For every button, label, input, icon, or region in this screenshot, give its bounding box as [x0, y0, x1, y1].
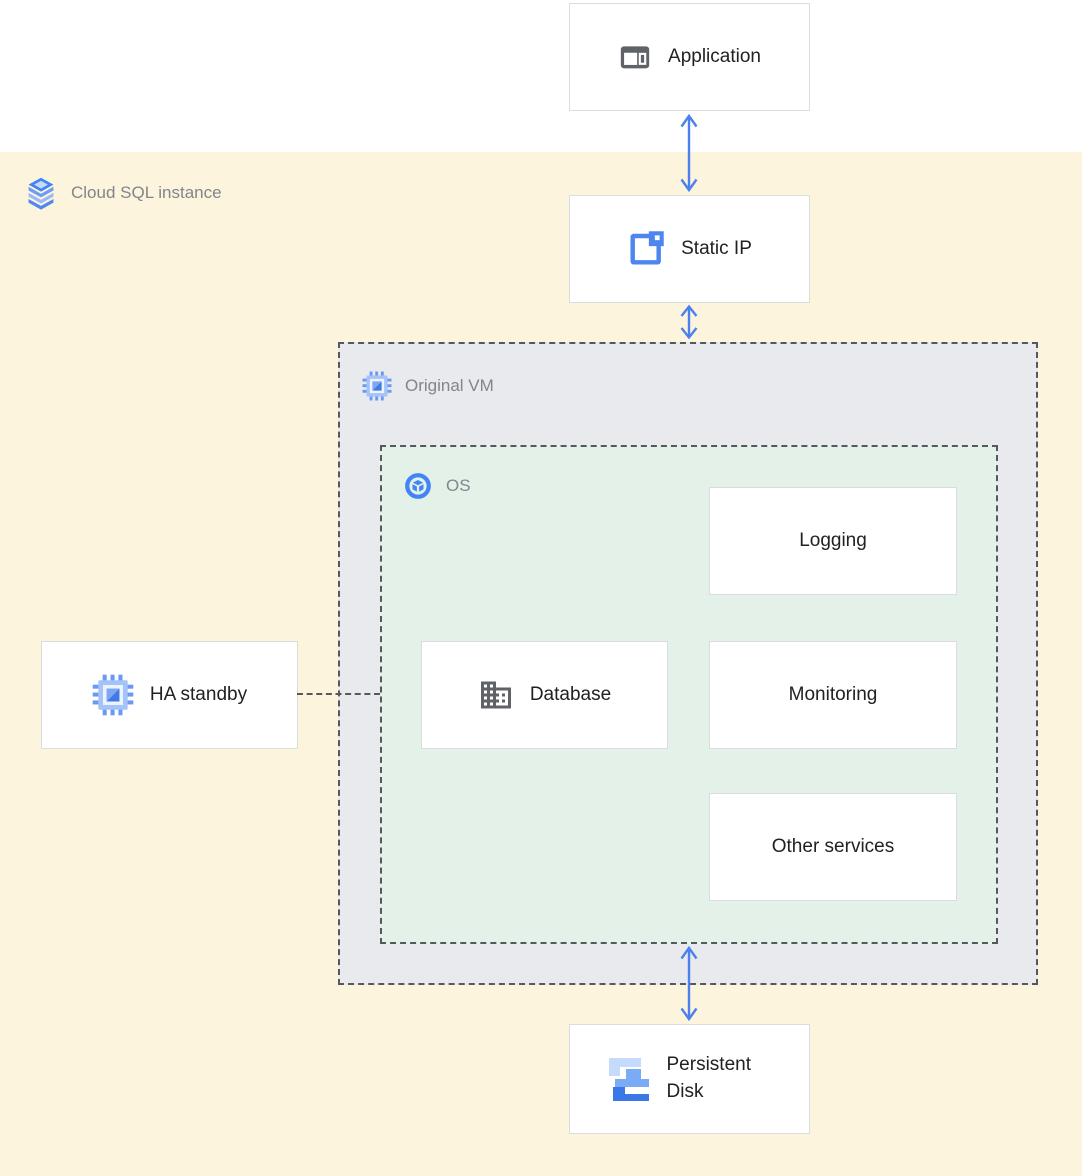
logging-label: Logging [799, 530, 867, 551]
cloud-sql-instance-label-text: Cloud SQL instance [71, 183, 222, 202]
application-label: Application [668, 46, 761, 67]
os-icon [403, 471, 433, 501]
cloud-sql-instance-label: Cloud SQL instance [24, 176, 222, 210]
application-window-icon [618, 40, 652, 74]
static-ip-node: Static IP [569, 195, 810, 303]
other-services-node: Other services [709, 793, 957, 901]
other-services-label: Other services [771, 836, 895, 857]
persistent-disk-node: Persistent Disk [569, 1024, 810, 1134]
arrow-application-staticip [680, 113, 698, 193]
dashed-connector-hastandby-os [297, 693, 380, 695]
static-ip-label: Static IP [681, 238, 752, 259]
database-node: Database [421, 641, 668, 749]
cloud-sql-icon [24, 176, 58, 210]
os-label-text: OS [446, 476, 471, 495]
arrow-os-persistentdisk [680, 945, 698, 1022]
monitoring-label: Monitoring [788, 684, 878, 705]
compute-vm-icon [362, 371, 392, 401]
persistent-disk-icon [605, 1055, 653, 1103]
monitoring-node: Monitoring [709, 641, 957, 749]
static-ip-icon [627, 230, 665, 268]
application-node: Application [569, 3, 810, 111]
os-label: OS [403, 471, 471, 501]
persistent-disk-label: Persistent Disk [666, 1054, 751, 1102]
ha-standby-label: HA standby [149, 684, 248, 705]
building-icon [478, 677, 514, 713]
database-label: Database [529, 684, 612, 705]
original-vm-label: Original VM [362, 371, 494, 401]
logging-node: Logging [709, 487, 957, 595]
original-vm-label-text: Original VM [405, 376, 494, 395]
ha-standby-node: HA standby [41, 641, 298, 749]
arrow-staticip-vm [680, 304, 698, 340]
compute-vm-icon [92, 674, 134, 716]
